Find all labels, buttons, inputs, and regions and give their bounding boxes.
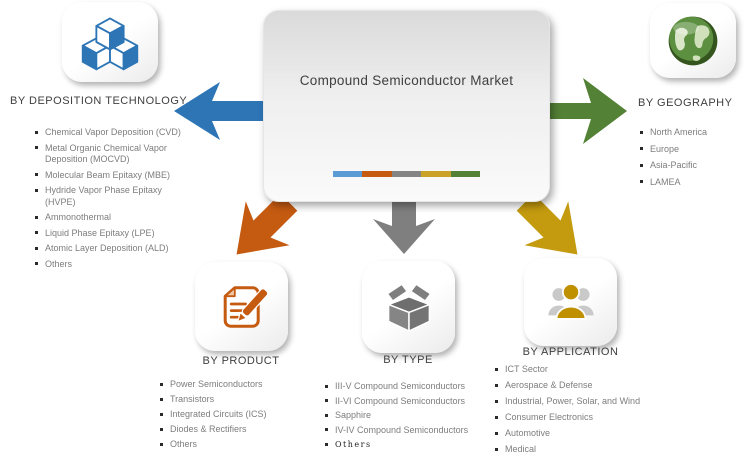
diagram-title: Compound Semiconductor Market <box>299 73 514 88</box>
bullet-square-icon <box>325 428 328 431</box>
arrow-left-icon <box>174 82 264 140</box>
bullet-square-icon <box>160 412 163 416</box>
bar-segment-orange <box>362 171 392 177</box>
list-item: Others <box>35 259 185 271</box>
bullet-square-icon <box>325 384 328 388</box>
bullet-square-icon <box>35 215 38 219</box>
bullet-square-icon <box>640 163 643 167</box>
bullet-square-icon <box>640 147 643 150</box>
deposition-tile <box>62 2 158 82</box>
bar-segment-gold <box>421 171 451 177</box>
list-item: Europe <box>640 144 740 155</box>
list-item: Others <box>325 439 485 450</box>
bullet-square-icon <box>495 415 498 419</box>
application-tile <box>524 258 617 346</box>
bullet-square-icon <box>35 130 38 134</box>
bullet-square-icon <box>35 188 38 192</box>
bullet-square-icon <box>160 382 163 386</box>
list-item: Metal Organic Chemical Vapor Deposition … <box>35 143 185 166</box>
geography-tile <box>650 3 736 78</box>
bullet-square-icon <box>35 231 38 234</box>
list-item: Chemical Vapor Deposition (CVD) <box>35 127 185 139</box>
product-list: Power Semiconductors Transistors Integra… <box>160 379 310 454</box>
list-item: Automotive <box>495 428 670 439</box>
deposition-list: Chemical Vapor Deposition (CVD) Metal Or… <box>35 127 185 274</box>
list-item: ICT Sector <box>495 364 670 375</box>
arrow-down-left-icon <box>236 193 298 255</box>
list-item: Power Semiconductors <box>160 379 310 390</box>
product-tile <box>195 262 288 351</box>
bullet-square-icon <box>495 447 498 451</box>
arrow-down-right-icon <box>516 193 578 255</box>
arrow-down-icon <box>373 196 435 254</box>
bullet-square-icon <box>325 413 328 417</box>
bullet-square-icon <box>495 367 498 371</box>
type-tile <box>362 261 455 353</box>
type-list: III-V Compound Semiconductors II-VI Comp… <box>325 381 485 454</box>
bullet-square-icon <box>495 399 498 403</box>
bar-segment-blue <box>332 171 363 177</box>
deposition-heading: BY DEPOSITION TECHNOLOGY <box>10 95 188 107</box>
bullet-square-icon <box>35 146 38 149</box>
product-heading: BY PRODUCT <box>202 355 280 367</box>
list-item: Ammonothermal <box>35 212 185 224</box>
list-item: Aerospace & Defense <box>495 380 670 391</box>
bullet-square-icon <box>325 399 328 402</box>
center-title-box: Compound Semiconductor Market <box>263 10 550 202</box>
list-item: North America <box>640 127 740 138</box>
list-item: Hydride Vapor Phase Epitaxy (HVPE) <box>35 185 185 208</box>
bullet-square-icon <box>325 442 328 446</box>
list-item: IV-IV Compound Semiconductors <box>325 425 485 436</box>
bullet-square-icon <box>640 180 643 183</box>
bullet-square-icon <box>495 431 498 435</box>
list-item: Industrial, Power, Solar, and Wind <box>495 396 670 407</box>
list-item: Medical <box>495 444 670 455</box>
bullet-square-icon <box>35 262 38 265</box>
list-item: Sapphire <box>325 410 485 421</box>
cubes-icon <box>81 17 139 71</box>
list-item: Others <box>160 439 310 450</box>
list-item: Integrated Circuits (ICS) <box>160 409 310 420</box>
list-item: LAMEA <box>640 177 740 188</box>
list-item: Molecular Beam Epitaxy (MBE) <box>35 170 185 182</box>
note-pencil-icon <box>223 285 268 328</box>
bullet-square-icon <box>35 173 38 176</box>
bullet-square-icon <box>495 383 498 387</box>
bar-segment-green <box>450 171 481 177</box>
list-item: III-V Compound Semiconductors <box>325 381 485 392</box>
bullet-square-icon <box>160 397 163 401</box>
list-item: Asia-Pacific <box>640 160 740 171</box>
bar-segment-gray <box>391 171 422 177</box>
open-box-icon <box>386 283 431 332</box>
bullet-square-icon <box>35 246 38 250</box>
list-item: Atomic Layer Deposition (ALD) <box>35 243 185 255</box>
list-item: Diodes & Rectifiers <box>160 424 310 435</box>
geography-list: North America Europe Asia-Pacific LAMEA <box>640 127 740 193</box>
application-list: ICT Sector Aerospace & Defense Industria… <box>495 364 670 457</box>
list-item: Liquid Phase Epitaxy (LPE) <box>35 228 185 240</box>
list-item: Consumer Electronics <box>495 412 670 423</box>
globe-icon <box>668 16 718 65</box>
list-item: II-VI Compound Semiconductors <box>325 396 485 407</box>
bullet-square-icon <box>160 427 163 431</box>
arrow-right-icon <box>543 78 627 144</box>
segment-color-bar <box>332 171 481 177</box>
bullet-square-icon <box>160 442 163 446</box>
list-item: Transistors <box>160 394 310 405</box>
geography-heading: BY GEOGRAPHY <box>638 97 733 109</box>
type-heading: BY TYPE <box>383 354 433 366</box>
application-heading: BY APPLICATION <box>522 346 619 358</box>
people-icon <box>547 283 594 320</box>
bullet-square-icon <box>640 130 643 134</box>
